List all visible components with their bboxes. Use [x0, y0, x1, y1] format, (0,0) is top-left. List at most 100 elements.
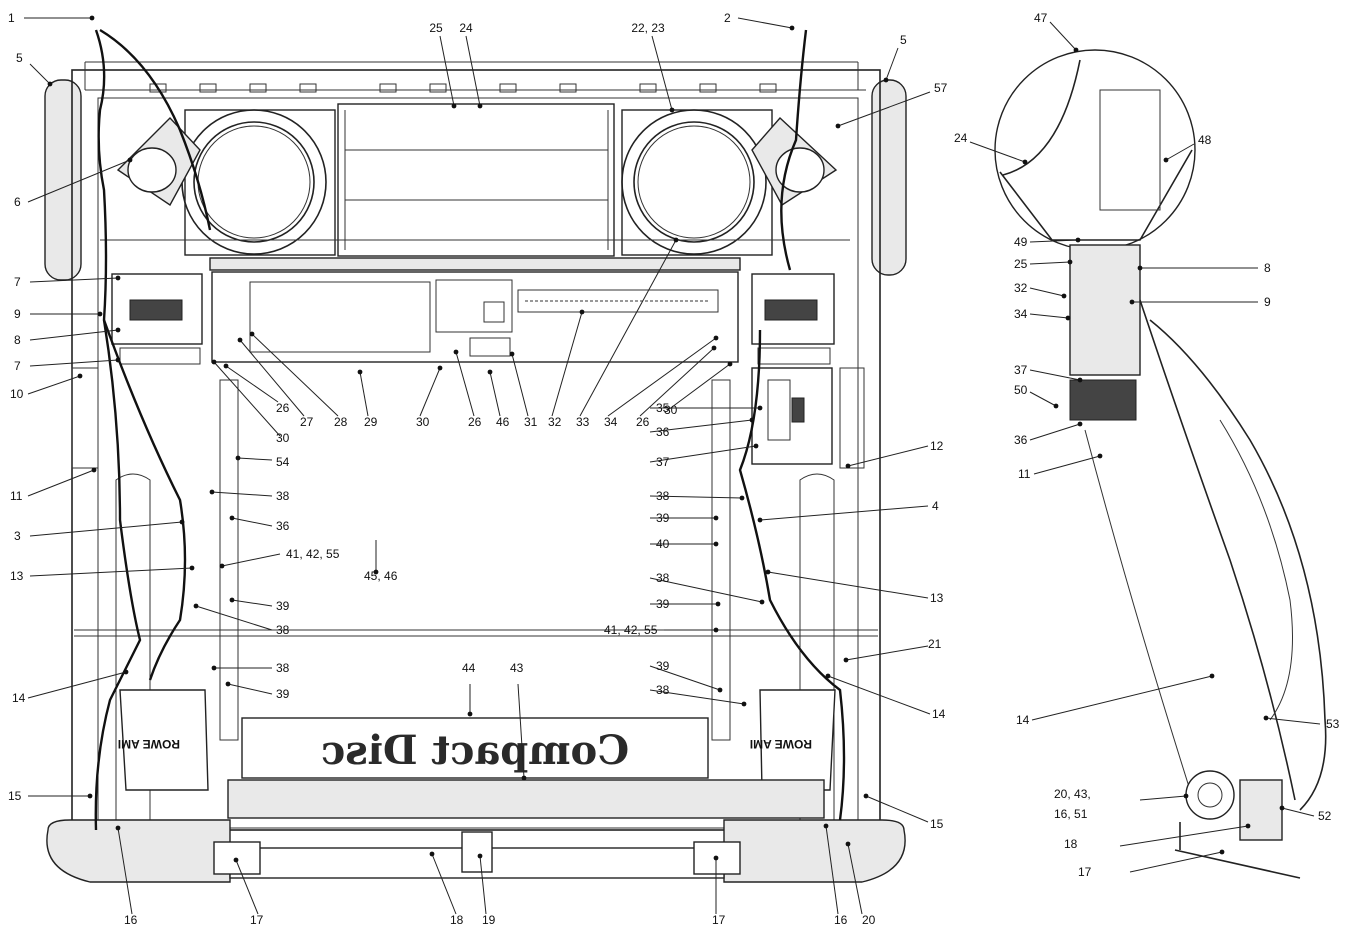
callout-arrowhead [863, 793, 869, 799]
callout-label: 9 [14, 307, 21, 321]
callout-arrowhead [1073, 47, 1079, 53]
callout-63: 40 [650, 537, 719, 551]
right-nameplate-text: ROWE AMI [750, 737, 812, 751]
callout-leader [825, 825, 839, 915]
callout-23: 19 [477, 853, 496, 927]
callout-leader [221, 553, 281, 567]
callout-label: 43 [510, 661, 524, 675]
callout-label: 38 [656, 571, 670, 585]
callout-arrowhead [123, 669, 129, 675]
callout-label: 36 [656, 425, 670, 439]
callout-29: 21 [843, 637, 942, 663]
callout-leader [237, 457, 273, 461]
callout-leader [213, 361, 281, 437]
callout-arrowhead [521, 775, 527, 781]
callout-15: 11 [10, 467, 97, 503]
callout-32: 12 [845, 439, 944, 469]
callout-label: 36 [276, 519, 290, 533]
callout-arrowhead [673, 237, 679, 243]
callout-label: 7 [14, 275, 21, 289]
callout-label: 17 [1078, 865, 1092, 879]
callout-label: 8 [1264, 261, 1271, 275]
callout-label: 10 [10, 387, 24, 401]
callout-arrowhead [713, 335, 719, 341]
callout-arrowhead [229, 597, 235, 603]
callout-3: 5 [16, 51, 53, 87]
callout-64: 38 [649, 571, 765, 605]
side-speaker-housing [994, 49, 1196, 251]
callout-arrowhead [437, 365, 443, 371]
callout-arrowhead [429, 851, 435, 857]
callout-label: 24 [954, 131, 968, 145]
callout-7: 22, 23 [631, 21, 675, 113]
callout-label: 38 [656, 489, 670, 503]
callout-leader [845, 645, 929, 661]
left-foot [46, 819, 231, 883]
callout-label: 30 [416, 415, 430, 429]
callout-arrowhead [1065, 315, 1071, 321]
callout-67: 39 [649, 659, 723, 693]
callout-arrowhead [453, 349, 459, 355]
callout-66: 41, 42, 55 [604, 623, 719, 637]
callout-leader [767, 571, 929, 599]
callout-leader [1029, 369, 1081, 381]
callout-arrowhead [749, 417, 755, 423]
callout-18: 14 [12, 669, 129, 705]
callout-label: 33 [576, 415, 590, 429]
callout-46: 30 [211, 359, 290, 445]
cd-title-panel [241, 717, 709, 779]
callout-arrowhead [219, 563, 225, 569]
callout-73: 25 [1014, 257, 1073, 271]
callout-label: 17 [250, 913, 264, 927]
callout-leader [195, 605, 273, 631]
callout-label: 44 [462, 661, 476, 675]
callout-12: 8 [14, 327, 121, 347]
callout-arrowhead [1163, 157, 1169, 163]
callout-label: 38 [276, 489, 290, 503]
callout-label: 39 [656, 597, 670, 611]
callout-label: 6 [14, 195, 21, 209]
callout-82: 14 [1016, 673, 1215, 727]
callout-label: 30 [664, 403, 678, 417]
callout-arrowhead [115, 275, 121, 281]
callout-31: 4 [757, 499, 939, 523]
callout-arrowhead [509, 351, 515, 357]
callout-leader [865, 795, 929, 823]
callout-16: 3 [14, 519, 185, 543]
callout-arrowhead [235, 455, 241, 461]
callout-arrowhead [717, 687, 723, 693]
callout-leader [29, 63, 51, 85]
callout-27: 15 [863, 793, 944, 831]
callout-leader [837, 91, 931, 127]
callout-arrowhead [741, 701, 747, 707]
callout-label: 39 [656, 511, 670, 525]
callout-59: 36 [649, 417, 755, 439]
callout-arrowhead [115, 825, 121, 831]
callout-arrowhead [1022, 159, 1028, 165]
callout-87: 18 [1064, 823, 1251, 851]
callout-26: 20 [845, 841, 876, 927]
callout-leader [649, 665, 721, 691]
callout-arrowhead [753, 443, 759, 449]
callout-label: 39 [276, 687, 290, 701]
callout-arrowhead [759, 599, 765, 605]
callout-arrowhead [1183, 793, 1189, 799]
callout-label: 45, 46 [364, 569, 398, 583]
callout-arrowhead [373, 569, 379, 575]
callout-49: 36 [229, 515, 290, 533]
callout-arrowhead [713, 541, 719, 547]
callout-label: 18 [450, 913, 464, 927]
callout-1: 1 [8, 11, 95, 25]
callout-88: 17 [1078, 849, 1225, 879]
callout-label: 29 [364, 415, 378, 429]
callout-arrowhead [249, 331, 255, 337]
callout-arrowhead [229, 515, 235, 521]
callout-arrowhead [87, 793, 93, 799]
callout-61: 38 [649, 489, 745, 503]
callout-leader [649, 577, 763, 603]
callout-leader [649, 445, 757, 463]
callout-50: 41, 42, 55 [219, 547, 340, 569]
